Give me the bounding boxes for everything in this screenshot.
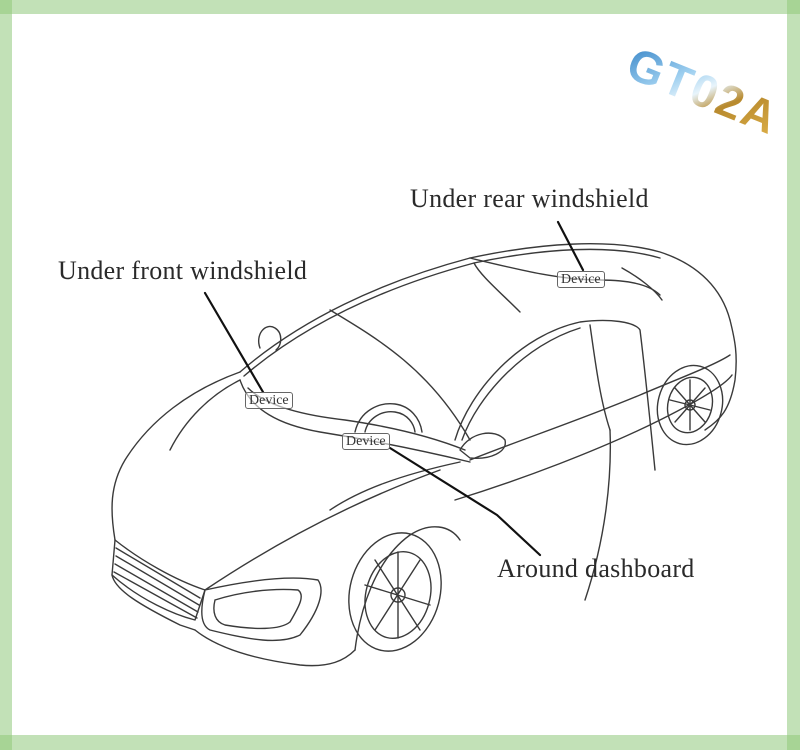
label-under-rear-windshield: Under rear windshield: [410, 184, 649, 213]
device-marker-dashboard: Device: [342, 433, 390, 450]
frame-corner-br: [787, 735, 800, 750]
device-marker-rear: Device: [557, 271, 605, 288]
frame-corner-tr: [787, 0, 800, 14]
frame-corner-bl: [0, 735, 12, 750]
label-under-front-windshield: Under front windshield: [58, 256, 308, 285]
frame-corner-tl: [0, 0, 12, 14]
label-around-dashboard: Around dashboard: [497, 554, 695, 583]
device-marker-front: Device: [245, 392, 293, 409]
diagram-canvas: Under rear windshield Under front windsh…: [12, 14, 787, 735]
car-line-drawing: [111, 220, 737, 667]
